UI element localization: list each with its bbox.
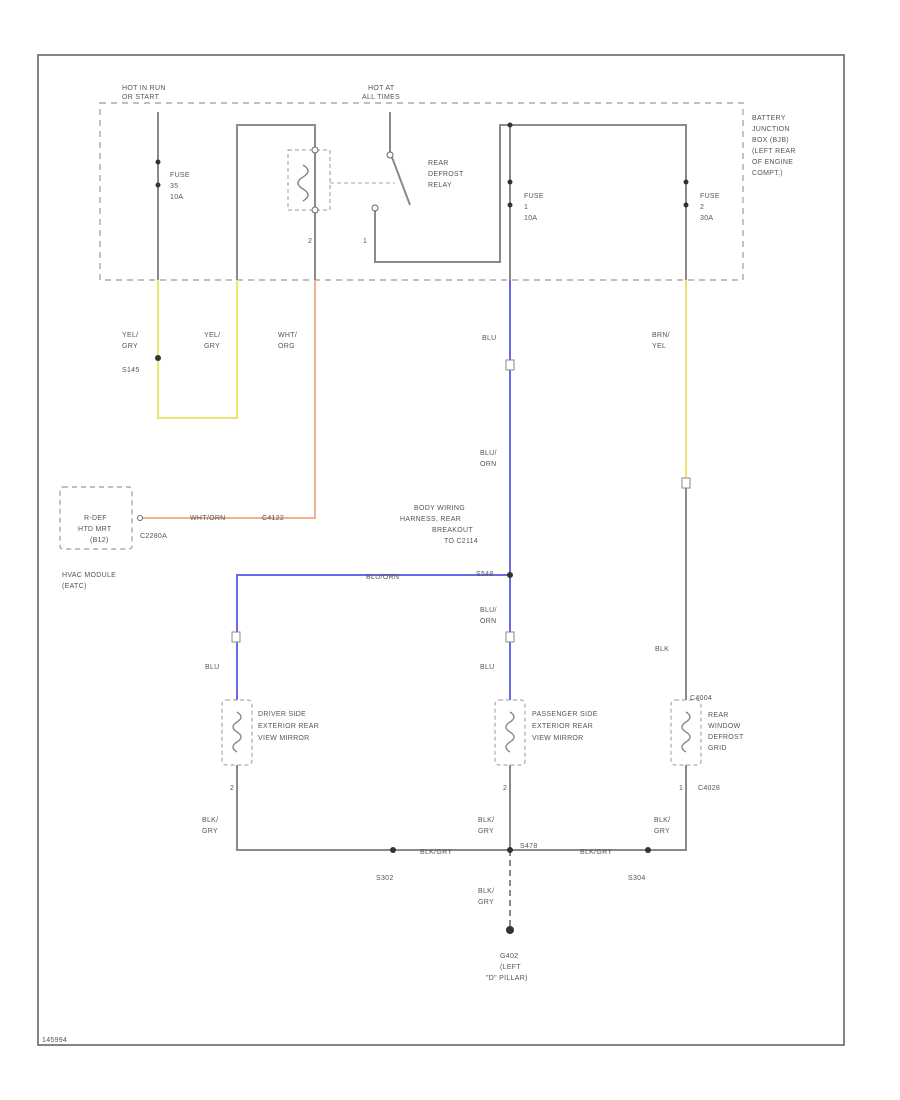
label-module-wire-id: C4122 [262, 515, 284, 522]
hvac-module-box [59, 486, 133, 550]
ground-wire-left [236, 765, 510, 851]
label-wht-org: WHT/ORG [278, 332, 297, 350]
label-c-rr: C4028 [698, 785, 720, 792]
wire-wht-org [140, 280, 316, 519]
label-blu-m: BLU [480, 664, 495, 671]
label-s302: S302 [376, 875, 394, 882]
label-gry-h2: BLK/GRY [580, 849, 612, 856]
label-blu-1: BLU [482, 335, 497, 342]
label-s478: S478 [520, 843, 538, 850]
outer-frame [37, 54, 845, 1046]
label-pin-1-r: 1 [679, 785, 683, 792]
label-pin-2: 2 [308, 238, 312, 245]
label-ground: G402(LEFT"D" PILLAR) [486, 953, 528, 982]
ground-wire-right [510, 765, 687, 851]
label-blu-orn-h: BLU/ORN [366, 574, 399, 581]
label-module-wire: WHT/ORN [190, 515, 226, 522]
fuse-symbols [155, 122, 689, 208]
label-module-conn: C2280A [140, 533, 167, 540]
label-pin-2-l: 2 [230, 785, 234, 792]
label-yelgry-2: YEL/GRY [204, 332, 220, 350]
label-splice-1: S145 [122, 367, 140, 374]
label-rear-grid-conn: C4004 [690, 695, 712, 702]
relay-coil [287, 145, 395, 280]
figure-id: 145994 [42, 1037, 67, 1044]
inline-connectors [137, 355, 691, 643]
label-blk-r: BLK [655, 646, 669, 653]
label-brn-yel: BRN/YEL [652, 332, 670, 350]
label-gry-v: BLK/GRY [478, 888, 494, 906]
label-s304: S304 [628, 875, 646, 882]
label-breakout: BODY WIRING HARNESS, REAR BREAKOUT TO C2… [400, 505, 478, 545]
top-feed-wires [157, 112, 687, 280]
ground-splices [390, 847, 651, 934]
passenger-mirror-heater [494, 699, 526, 766]
driver-mirror-heater [221, 699, 253, 766]
label-gry-h1: BLK/GRY [420, 849, 452, 856]
battery-junction-box-outline [99, 102, 744, 281]
label-blu-l: BLU [205, 664, 220, 671]
label-gry-m: BLK/GRY [478, 817, 494, 835]
label-breakout-id: S548 [476, 571, 494, 578]
label-battery-box: BATTERY JUNCTION BOX (BJB) (LEFT REAR OF… [752, 115, 798, 177]
wire-blu-orn-branch [236, 574, 510, 700]
label-gry-l: BLK/GRY [202, 817, 218, 835]
label-gry-r: BLK/GRY [654, 817, 670, 835]
label-blu-orn: BLU/ORN [480, 450, 497, 468]
label-blu-orn-2: BLU/ORN [480, 607, 497, 625]
label-pin-1: 1 [363, 238, 367, 245]
wire-yel-gry-loop [157, 280, 238, 419]
rear-window-grid-heater [670, 699, 702, 766]
label-module-name: HVAC MODULE(EATC) [62, 572, 116, 590]
label-yelgry-1: YEL/GRY [122, 332, 138, 350]
label-pin-2-m: 2 [503, 785, 507, 792]
